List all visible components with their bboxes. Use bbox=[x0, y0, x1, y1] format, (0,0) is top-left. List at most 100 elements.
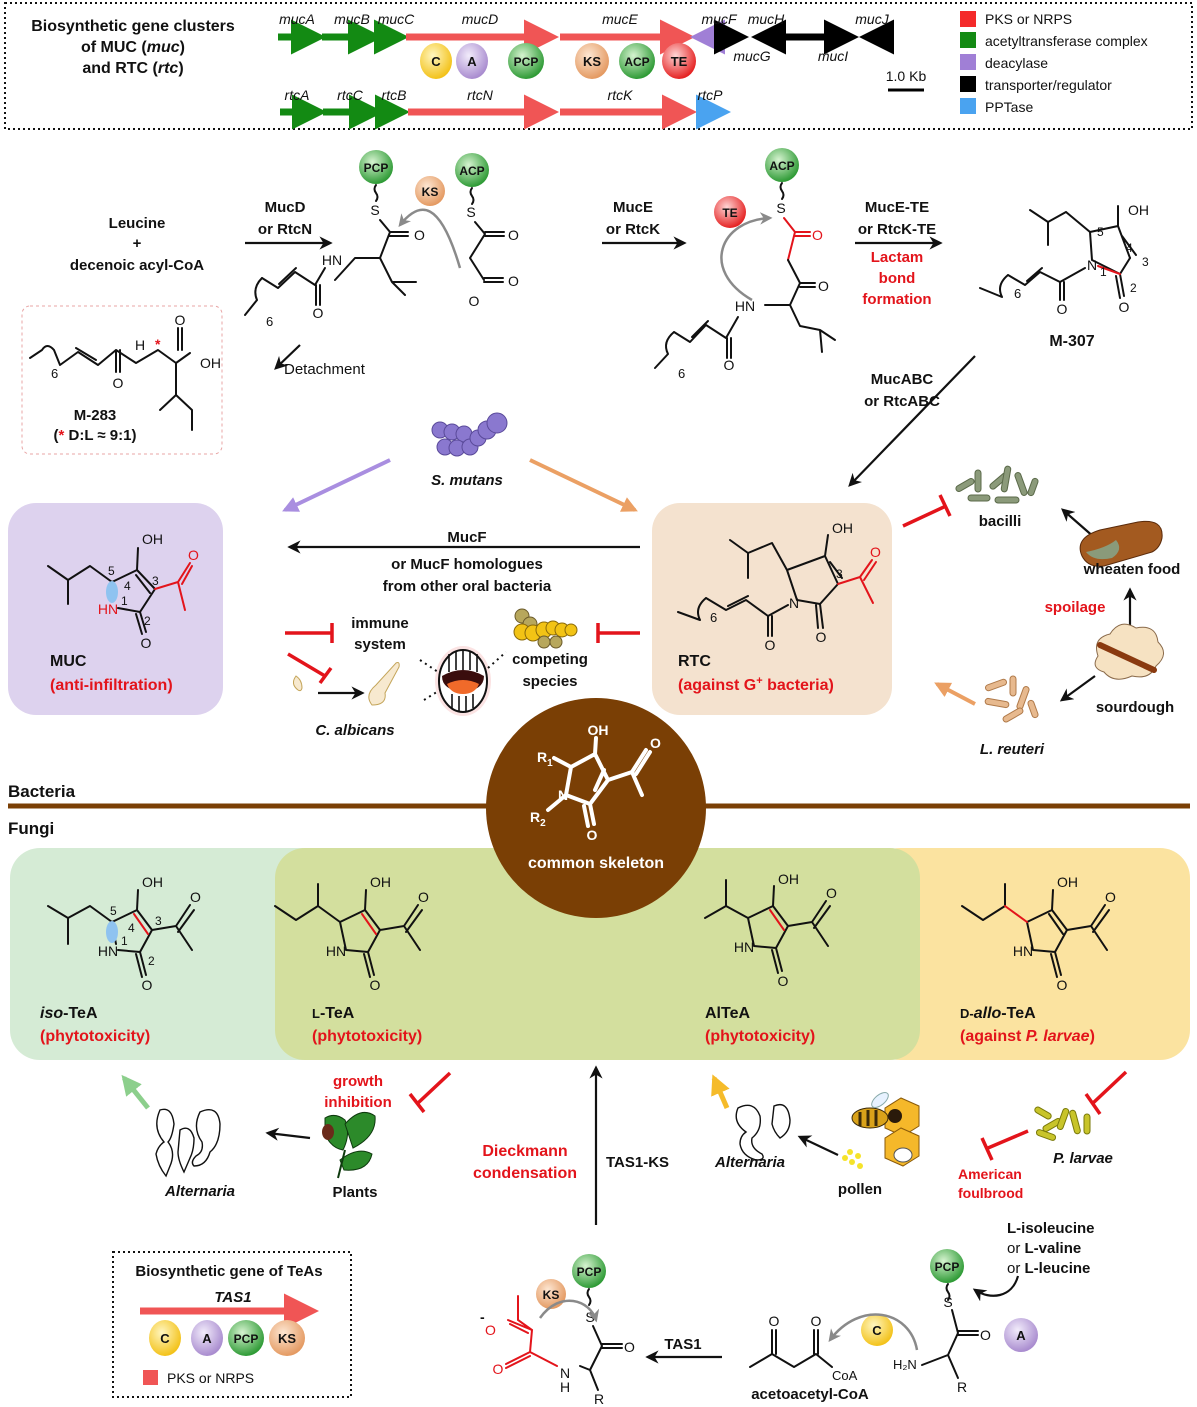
atom-o: O bbox=[414, 227, 425, 243]
d-allo-tea-atom-o-acetyl: O bbox=[1105, 889, 1116, 905]
s-mutans-label: S. mutans bbox=[431, 472, 503, 489]
chain-bracket bbox=[244, 277, 263, 316]
alternaria-spores-icon-left bbox=[155, 1108, 221, 1178]
acetoacetyl-atom-o2: O bbox=[811, 1313, 822, 1329]
skeleton-atom-oh: OH bbox=[588, 722, 609, 738]
d-allo-tea-atom-o: O bbox=[1057, 977, 1068, 993]
substrate-acyl-coa: decenoic acyl-CoA bbox=[70, 257, 204, 274]
aminoacyl-pcp-domain-icon bbox=[930, 1249, 964, 1283]
alternaria-to-iso-tea-arrow bbox=[121, 1074, 150, 1110]
tas1-atom-o: O bbox=[624, 1339, 635, 1355]
gene-label-rtcA: rtcA bbox=[285, 87, 310, 103]
sourdough-label: sourdough bbox=[1096, 699, 1174, 716]
atom-s-2: S bbox=[776, 200, 785, 216]
acyl-chain-bonds bbox=[261, 267, 326, 306]
chain-count: 6 bbox=[266, 314, 273, 329]
domain-KS-label: KS bbox=[583, 54, 601, 69]
rtc-gene-track: rtcA rtcC rtcB rtcN rtcK rtcP bbox=[280, 87, 731, 130]
acetoacetyl-coa-atom: CoA bbox=[832, 1368, 858, 1383]
substrate-leucine: Leucine bbox=[109, 215, 166, 232]
tas1-c-domain-icon bbox=[861, 1314, 893, 1346]
m307-chain bbox=[979, 267, 1086, 301]
gene-label-mucH: mucH bbox=[748, 11, 785, 27]
m307-lactam-bond bbox=[1097, 265, 1121, 275]
acp-domain-icon bbox=[455, 153, 489, 187]
gene-label-mucA: mucA bbox=[279, 11, 315, 27]
lactam-label-3: formation bbox=[862, 291, 931, 308]
muc-structure: O O OH HN 5 4 3 2 1 bbox=[47, 531, 199, 651]
tas1-atom-r: R bbox=[594, 1391, 604, 1407]
food-to-bacilli-arrow bbox=[1061, 508, 1096, 539]
atom-s: S bbox=[370, 202, 379, 218]
d-allo-tea-name: D-allo-TeA bbox=[960, 1005, 1036, 1022]
pcp-domain-icon bbox=[359, 150, 393, 184]
m307-num-2: 2 bbox=[1130, 281, 1137, 295]
tas1-charge: - bbox=[480, 1309, 485, 1325]
m307-name: M-307 bbox=[1049, 333, 1094, 350]
cyclization-arrow bbox=[720, 212, 773, 302]
altea-red-double-bond bbox=[769, 909, 785, 931]
m283-chain-count: 6 bbox=[51, 366, 58, 381]
l-tea-atom-hn: HN bbox=[326, 943, 346, 959]
rtc-acetyl-red bbox=[837, 559, 877, 604]
gene-label-mucB: mucB bbox=[334, 11, 370, 27]
mucf-source-label: from other oral bacteria bbox=[383, 578, 552, 595]
m307-num-3: 3 bbox=[1142, 255, 1149, 269]
rtc-atom-oh: OH bbox=[832, 520, 853, 536]
l-tea-red-double-bond bbox=[361, 913, 377, 935]
growth-inhibition-label-1: growth bbox=[333, 1073, 383, 1090]
domain-A bbox=[456, 43, 488, 79]
tas1-wavy-bond bbox=[586, 1288, 592, 1306]
c-albicans-yeast-icon bbox=[292, 675, 303, 692]
atom-o-minus: O bbox=[469, 293, 480, 309]
reuteri-to-rtc-arrow bbox=[934, 682, 976, 706]
attack-arrow bbox=[398, 208, 462, 269]
tas1-attack-arrow bbox=[538, 1299, 600, 1323]
atom-o-amide-2: O bbox=[724, 357, 735, 373]
alternaria-spores-icon-right bbox=[735, 1103, 791, 1161]
amino-acid-option-2: or L-valine bbox=[1007, 1240, 1081, 1257]
alternaria-label-left: Alternaria bbox=[164, 1183, 235, 1200]
competing-label-1: competing bbox=[512, 651, 588, 668]
intermediate-2-structure: TE ACP S O O HN O 6 bbox=[654, 148, 836, 381]
d-allo-tea-red-bond bbox=[1004, 905, 1028, 923]
tas1-legend-swatch bbox=[143, 1370, 158, 1385]
d-allo-tea-activity: (against P. larvae) bbox=[960, 1028, 1095, 1045]
m307-atom-n: N bbox=[1087, 257, 1097, 273]
domain-A-label: A bbox=[467, 54, 477, 69]
gene-label-mucE: mucE bbox=[602, 11, 638, 27]
rtc-ring-bonds bbox=[729, 534, 843, 605]
rtc-atom-o: O bbox=[816, 629, 827, 645]
rtc-name: RTC bbox=[678, 653, 711, 670]
dieckmann-label-2: condensation bbox=[473, 1165, 577, 1182]
substrate-plus: + bbox=[133, 235, 142, 252]
iso-tea-num-5: 5 bbox=[110, 904, 117, 918]
inhibit-bacilli-icon bbox=[902, 494, 952, 528]
acetoacetyl-bonds bbox=[749, 1329, 833, 1368]
skeleton-r2: R2 bbox=[530, 809, 546, 829]
tas1-mechanism: KS PCP S O R N H O O - TAS1 O O CoA acet… bbox=[480, 1220, 1095, 1407]
muc-bonds bbox=[47, 547, 156, 613]
legend-swatch-acetyltransferase bbox=[960, 32, 976, 48]
wheaten-food-label: wheaten food bbox=[1083, 561, 1181, 578]
domain-C-label: C bbox=[431, 54, 441, 69]
domain-KS bbox=[575, 43, 609, 79]
muc-num-5: 5 bbox=[108, 564, 115, 578]
tas1-domain-KS bbox=[269, 1320, 305, 1356]
iso-tea-atom-hn: HN bbox=[98, 943, 118, 959]
fungi-section-label: Fungi bbox=[8, 819, 54, 838]
tas1-a-label: A bbox=[1016, 1328, 1026, 1343]
aminoacyl-atom-r: R bbox=[957, 1379, 967, 1395]
m283-atom-o: O bbox=[113, 375, 124, 391]
legend-label-pptase: PPTase bbox=[985, 99, 1033, 115]
tas1-c-label: C bbox=[872, 1323, 882, 1338]
tas1-atom-n: N bbox=[560, 1365, 570, 1381]
immune-label-1: immune bbox=[351, 615, 409, 632]
biosynthesis-pathway: Leucine + decenoic acyl-CoA MucD or RtcN… bbox=[21, 148, 1149, 487]
step1-enzyme: MucD bbox=[265, 199, 306, 216]
m307-num-4: 4 bbox=[1126, 241, 1133, 255]
step4-enzyme: MucABC bbox=[871, 371, 934, 388]
gene-cluster-title: Biosynthetic gene clusters bbox=[31, 18, 235, 35]
dieckmann-label-1: Dieckmann bbox=[482, 1143, 567, 1160]
